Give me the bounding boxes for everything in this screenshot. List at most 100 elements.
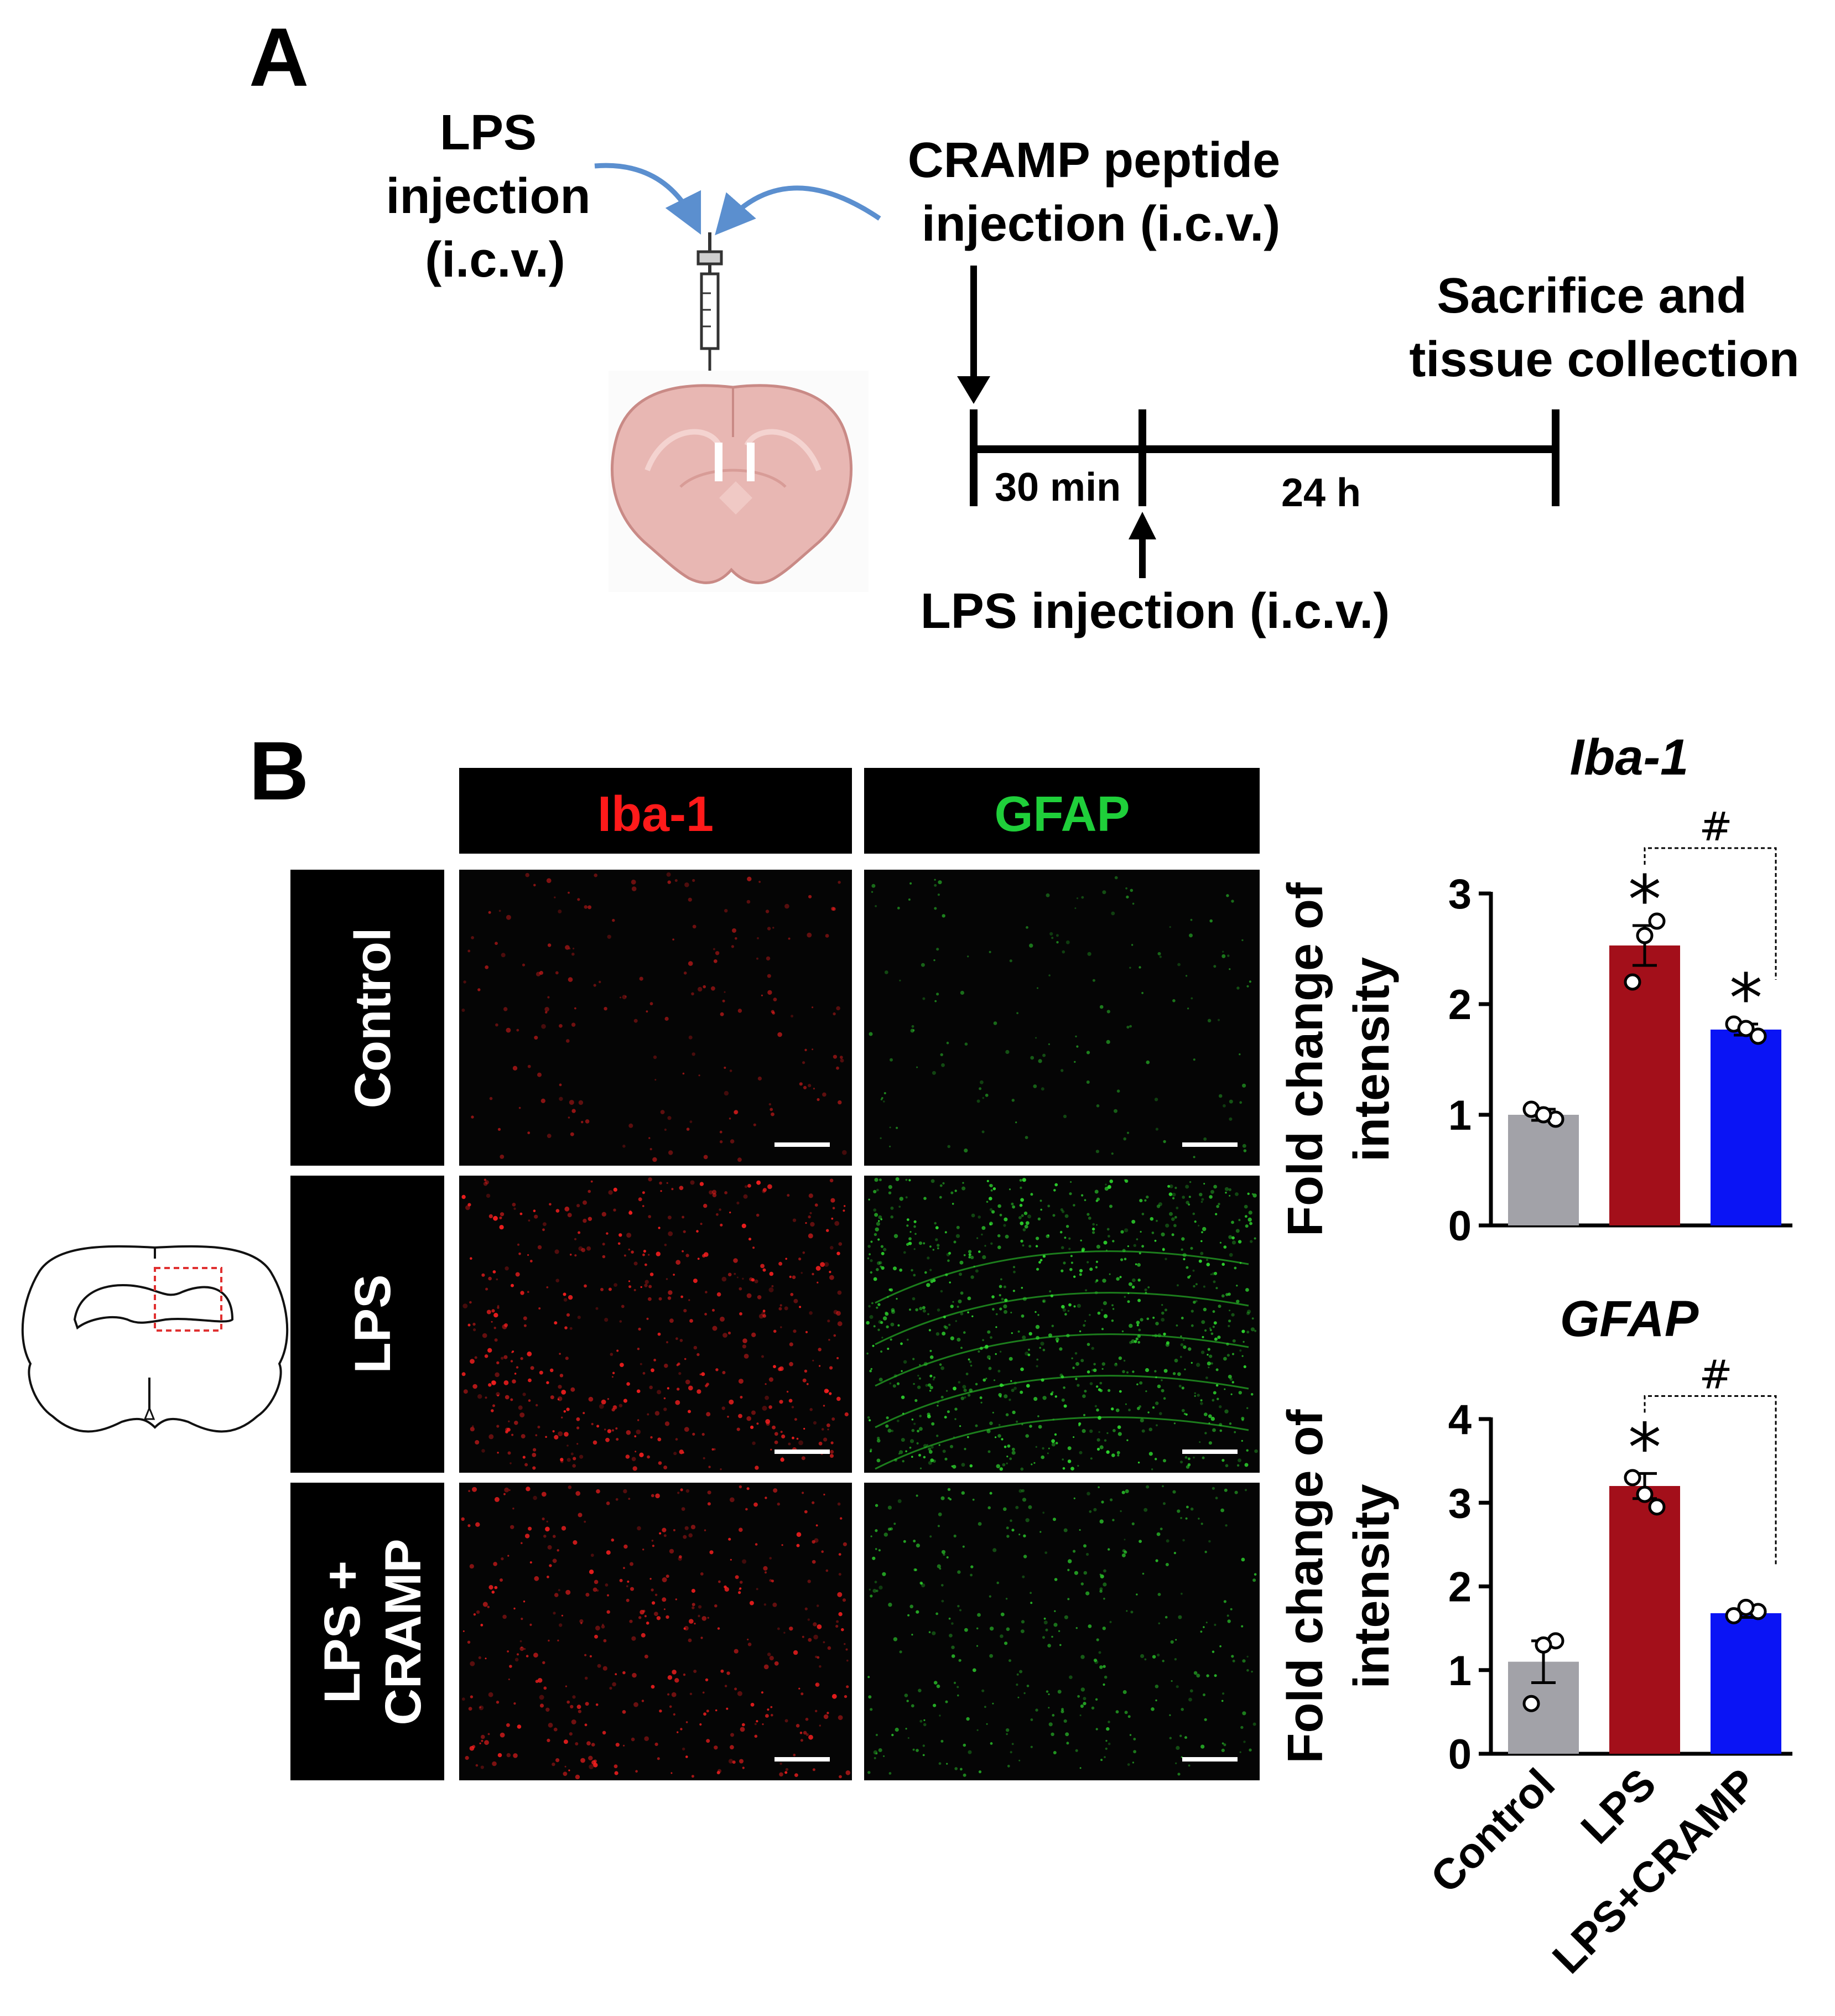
cell-dot bbox=[650, 1436, 653, 1439]
cell-dot bbox=[622, 1710, 626, 1714]
cell-dot bbox=[477, 1394, 482, 1399]
cell-dot bbox=[693, 1670, 697, 1673]
cell-dot bbox=[1243, 1340, 1245, 1343]
significance-star: * bbox=[1628, 1410, 1661, 1487]
cell-dot bbox=[887, 1348, 890, 1350]
cell-dot bbox=[906, 1700, 909, 1702]
cell-dot bbox=[1042, 1053, 1046, 1057]
cell-dot bbox=[997, 1204, 1001, 1208]
cell-dot bbox=[1069, 1192, 1072, 1196]
cell-dot bbox=[536, 1404, 538, 1407]
cell-dot bbox=[581, 1248, 585, 1253]
cell-dot bbox=[995, 1326, 997, 1328]
cell-dot bbox=[533, 884, 536, 887]
cell-dot bbox=[493, 1327, 496, 1329]
cell-dot bbox=[941, 1063, 945, 1067]
cell-dot bbox=[691, 1775, 694, 1778]
cell-dot bbox=[1118, 1356, 1122, 1360]
cell-dot bbox=[744, 1354, 749, 1359]
cell-dot bbox=[568, 1295, 573, 1300]
cell-dot bbox=[614, 1283, 617, 1287]
cell-dot bbox=[932, 1631, 936, 1635]
cell-dot bbox=[818, 1348, 822, 1352]
cell-dot bbox=[808, 1215, 811, 1219]
cell-dot bbox=[605, 1583, 609, 1587]
cell-dot bbox=[843, 1542, 847, 1546]
cell-dot bbox=[890, 1322, 895, 1327]
cell-dot bbox=[1098, 1651, 1101, 1654]
cell-dot bbox=[939, 1363, 942, 1366]
cell-dot bbox=[984, 1245, 986, 1247]
cell-dot bbox=[1053, 1189, 1056, 1192]
cell-dot bbox=[951, 1622, 954, 1625]
cell-dot bbox=[607, 1594, 609, 1597]
cell-dot bbox=[1042, 1300, 1045, 1303]
cell-dot bbox=[1229, 1310, 1231, 1312]
cell-dot bbox=[664, 1016, 669, 1021]
cell-dot bbox=[1042, 1636, 1045, 1639]
cell-dot bbox=[731, 945, 734, 948]
cell-dot bbox=[824, 1389, 829, 1394]
cell-dot bbox=[1214, 1674, 1217, 1677]
cell-dot bbox=[481, 1734, 485, 1739]
cell-dot bbox=[654, 1411, 660, 1416]
cell-dot bbox=[583, 1218, 587, 1223]
cell-dot bbox=[618, 1233, 622, 1237]
cell-dot bbox=[1200, 1350, 1205, 1354]
cell-dot bbox=[1083, 1544, 1087, 1548]
cell-dot bbox=[934, 1000, 937, 1002]
cell-dot bbox=[765, 1497, 767, 1499]
cell-dot bbox=[1187, 1007, 1189, 1010]
cell-dot bbox=[554, 1593, 559, 1597]
cell-dot bbox=[937, 893, 940, 896]
cell-dot bbox=[713, 959, 718, 963]
cell-dot bbox=[928, 1461, 932, 1465]
cell-dot bbox=[1099, 1587, 1103, 1591]
cell-dot bbox=[999, 1350, 1002, 1353]
cell-dot bbox=[739, 1527, 743, 1532]
cell-dot bbox=[472, 1487, 477, 1492]
cell-dot bbox=[948, 1617, 951, 1620]
panel-b-letter: B bbox=[249, 724, 309, 817]
cell-dot bbox=[971, 1213, 975, 1218]
cell-dot bbox=[970, 1573, 973, 1577]
cell-dot bbox=[591, 1760, 596, 1765]
cell-dot bbox=[578, 1513, 583, 1518]
cell-dot bbox=[1157, 1384, 1161, 1389]
cell-dot bbox=[796, 1544, 800, 1547]
cell-dot bbox=[543, 1535, 547, 1538]
cell-dot bbox=[1214, 1337, 1218, 1341]
cell-dot bbox=[1141, 1213, 1145, 1215]
cell-dot bbox=[576, 1426, 580, 1430]
cell-dot bbox=[835, 1624, 839, 1628]
cell-dot bbox=[987, 1450, 991, 1453]
cell-dot bbox=[1180, 1461, 1183, 1464]
cell-dot bbox=[628, 1498, 631, 1500]
cell-dot bbox=[497, 1305, 500, 1307]
cell-dot bbox=[942, 1182, 945, 1184]
cell-dot bbox=[1042, 1348, 1046, 1352]
cell-dot bbox=[968, 1250, 972, 1254]
cell-dot bbox=[475, 1522, 480, 1527]
microscopy-grid bbox=[459, 870, 1260, 1780]
cell-dot bbox=[907, 1614, 910, 1617]
cell-dot bbox=[903, 1540, 906, 1543]
cell-dot bbox=[1204, 1329, 1207, 1332]
cell-dot bbox=[1065, 940, 1070, 944]
cell-dot bbox=[701, 1372, 705, 1376]
cell-dot bbox=[958, 1381, 961, 1384]
cell-dot bbox=[1131, 1285, 1135, 1289]
cell-dot bbox=[1161, 1389, 1165, 1393]
cell-dot bbox=[1198, 1259, 1202, 1263]
cell-dot bbox=[746, 1487, 750, 1490]
cell-dot bbox=[1058, 1630, 1061, 1632]
cell-dot bbox=[1028, 1332, 1032, 1336]
cell-dot bbox=[1140, 1418, 1144, 1422]
cell-dot bbox=[876, 1222, 880, 1226]
cell-dot bbox=[492, 1270, 496, 1274]
cell-dot bbox=[784, 903, 789, 909]
cell-dot bbox=[1064, 1615, 1068, 1619]
cell-dot bbox=[968, 1256, 971, 1259]
cell-dot bbox=[978, 1522, 982, 1526]
cell-dot bbox=[929, 1390, 932, 1392]
